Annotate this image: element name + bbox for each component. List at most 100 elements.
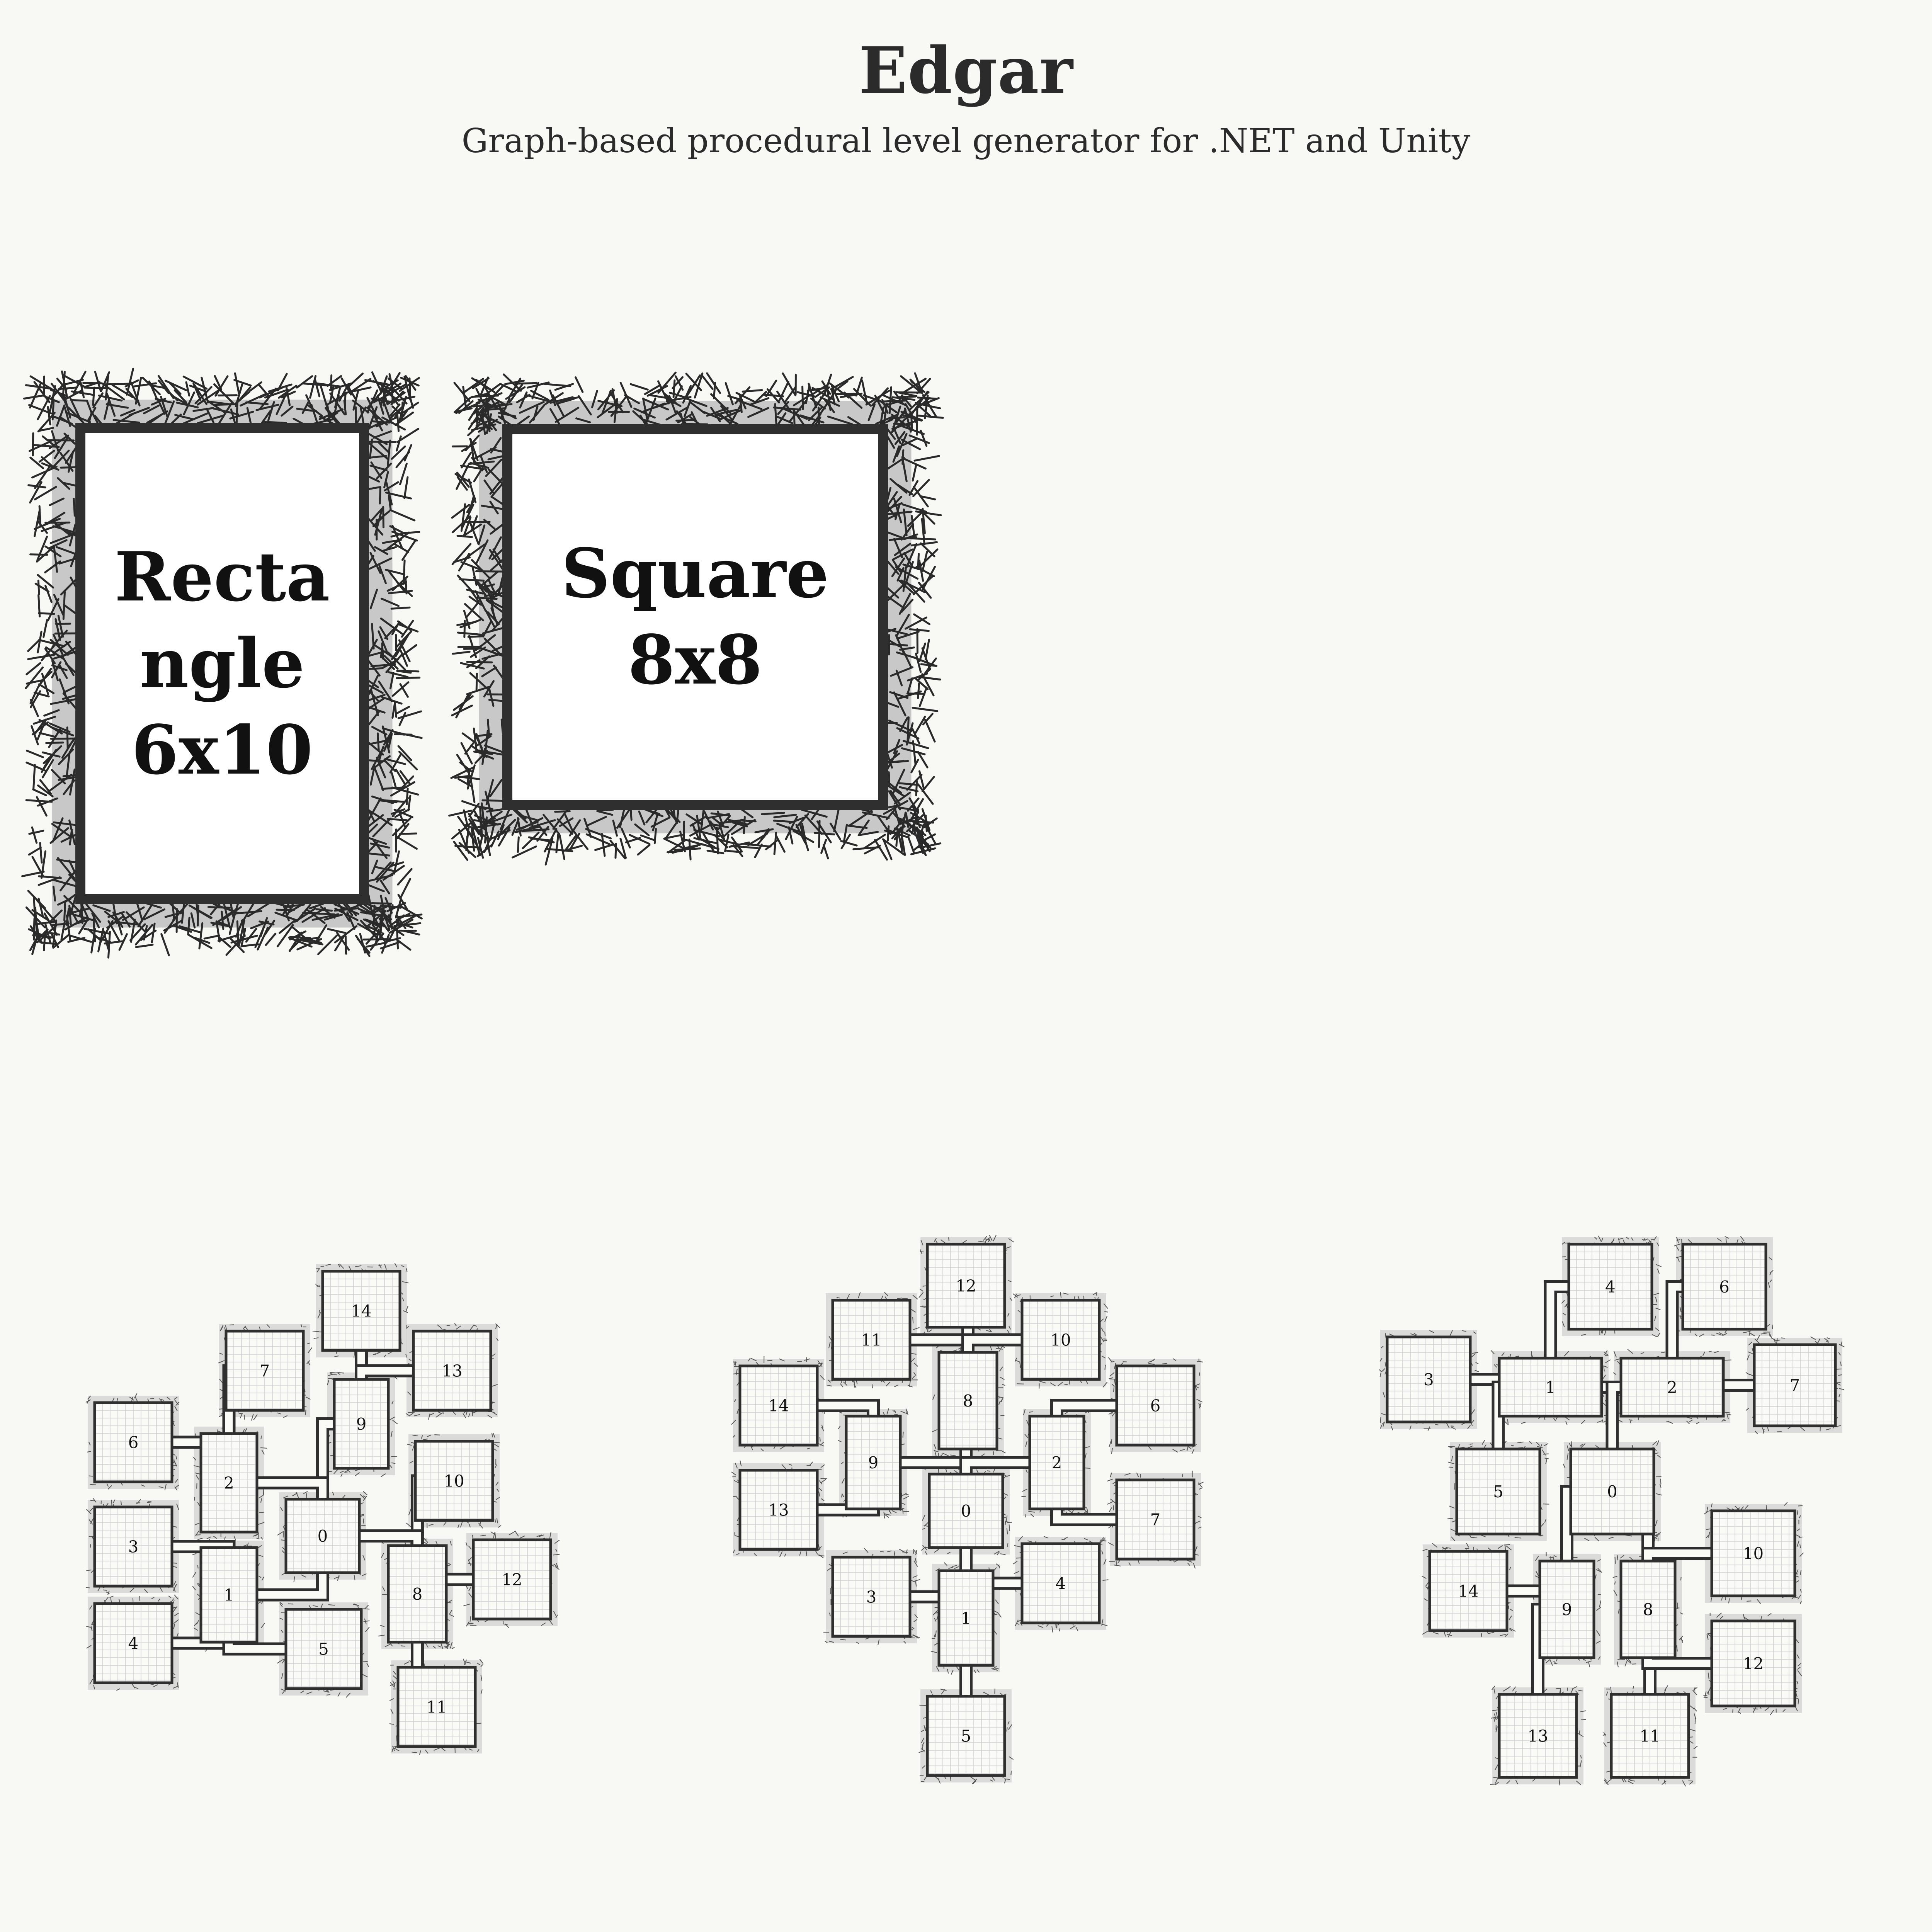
room-wall xyxy=(321,1270,401,1352)
room-number: 1 xyxy=(961,1609,971,1628)
room: 10 xyxy=(1710,1509,1796,1597)
room-wall xyxy=(1020,1299,1101,1381)
room-floor xyxy=(1569,1244,1652,1329)
room: 6 xyxy=(93,1401,173,1483)
room-template-square: Square 8x8 xyxy=(502,424,888,810)
room-wall xyxy=(1498,1693,1578,1779)
room-number: 8 xyxy=(963,1391,973,1410)
room-number: 12 xyxy=(502,1570,522,1589)
room-number: 10 xyxy=(1743,1544,1764,1563)
page-title: Edgar xyxy=(859,33,1073,108)
room-wall xyxy=(1710,1509,1796,1597)
room: 11 xyxy=(1610,1693,1690,1779)
room-number: 3 xyxy=(128,1537,139,1556)
room: 0 xyxy=(284,1498,361,1574)
room-wall xyxy=(1115,1478,1196,1561)
room-floor xyxy=(388,1546,446,1642)
room-wall xyxy=(831,1299,912,1381)
room-floor xyxy=(286,1609,361,1689)
room-floor xyxy=(1571,1449,1654,1534)
room: 8 xyxy=(937,1351,998,1451)
room: 12 xyxy=(472,1538,552,1621)
room-wall xyxy=(1498,1357,1603,1418)
room: 11 xyxy=(831,1299,912,1381)
room-wall xyxy=(1428,1550,1509,1632)
room: 14 xyxy=(1428,1550,1509,1632)
room-wall xyxy=(845,1415,902,1510)
room-wall xyxy=(1569,1447,1655,1536)
room-wall xyxy=(831,1556,912,1638)
page-subtitle: Graph-based procedural level generator f… xyxy=(461,122,1471,160)
room-number: 5 xyxy=(961,1727,971,1746)
room-floor xyxy=(1621,1561,1675,1658)
room-number: 6 xyxy=(1150,1396,1161,1415)
room: 1 xyxy=(937,1569,995,1667)
room-number: 14 xyxy=(351,1302,371,1321)
room-wall xyxy=(387,1544,448,1644)
room: 8 xyxy=(387,1544,448,1644)
room-number: 14 xyxy=(768,1396,789,1415)
room-wall xyxy=(199,1546,259,1644)
room-number: 11 xyxy=(426,1698,447,1717)
room-wall xyxy=(412,1330,492,1412)
room-number: 5 xyxy=(318,1640,329,1659)
room: 5 xyxy=(926,1695,1006,1777)
room-floor xyxy=(201,1548,257,1642)
room-floor xyxy=(1387,1337,1470,1422)
room: 2 xyxy=(199,1432,259,1534)
room-floor xyxy=(1712,1511,1795,1596)
room: 3 xyxy=(1386,1335,1472,1423)
room-wall xyxy=(199,1432,259,1534)
room: 8 xyxy=(1619,1560,1677,1659)
room: 12 xyxy=(1710,1619,1796,1708)
room-wall xyxy=(396,1666,477,1748)
room-wall xyxy=(284,1498,361,1574)
room: 5 xyxy=(1455,1447,1541,1536)
room: 9 xyxy=(1538,1560,1595,1659)
room: 12 xyxy=(926,1243,1006,1329)
room-floor xyxy=(1621,1358,1723,1416)
room-wall xyxy=(926,1695,1006,1777)
room-number: 0 xyxy=(1607,1482,1617,1501)
room-wall xyxy=(1386,1335,1472,1423)
room-number: 7 xyxy=(1150,1510,1161,1529)
room-wall xyxy=(738,1469,819,1551)
room-wall xyxy=(1681,1243,1767,1331)
room-number: 2 xyxy=(1667,1378,1677,1397)
room-number: 6 xyxy=(128,1433,139,1452)
room: 3 xyxy=(93,1505,173,1588)
room-wall xyxy=(928,1473,1004,1549)
room: 13 xyxy=(738,1469,819,1551)
room-floor xyxy=(1683,1244,1766,1329)
room: 3 xyxy=(831,1556,912,1638)
room-number: 7 xyxy=(1790,1376,1800,1395)
room-floor xyxy=(1754,1345,1835,1426)
room: 6 xyxy=(1681,1243,1767,1331)
room-number: 12 xyxy=(1743,1654,1764,1673)
room-number: 13 xyxy=(768,1501,789,1520)
room-wall xyxy=(224,1330,305,1412)
room-floor xyxy=(1499,1358,1602,1416)
room-floor xyxy=(939,1571,993,1665)
room-number: 4 xyxy=(1605,1277,1616,1296)
room-wall xyxy=(1538,1560,1595,1659)
room-wall xyxy=(1619,1357,1725,1418)
room: 0 xyxy=(1569,1447,1655,1536)
room-template-rectangle: Rectangle 6x10 xyxy=(75,423,369,904)
room-number: 13 xyxy=(1527,1727,1548,1746)
room-number: 5 xyxy=(1493,1482,1503,1501)
room-number: 10 xyxy=(444,1472,464,1491)
room-number: 14 xyxy=(1458,1582,1478,1601)
room: 4 xyxy=(93,1602,173,1684)
room-floor xyxy=(1457,1449,1540,1534)
room: 7 xyxy=(1115,1478,1196,1561)
room-number: 9 xyxy=(1562,1600,1572,1619)
room-floor xyxy=(1712,1621,1795,1706)
room-wall xyxy=(1610,1693,1690,1779)
room-number: 9 xyxy=(356,1415,367,1434)
room-wall xyxy=(1028,1415,1085,1510)
room-number: 4 xyxy=(1056,1574,1066,1593)
room: 7 xyxy=(224,1330,305,1412)
